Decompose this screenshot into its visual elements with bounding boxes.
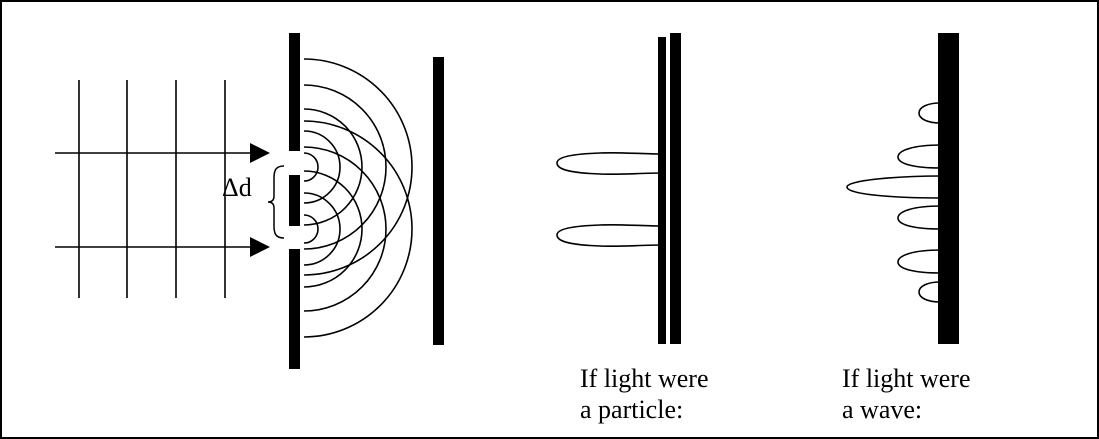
arrowhead-upper xyxy=(250,143,270,163)
wave-caption-line-1: If light were xyxy=(842,364,971,393)
double-slit-barrier xyxy=(289,33,300,369)
particle-caption-line-1: If light were xyxy=(580,364,709,393)
incident-rays xyxy=(55,143,270,257)
wavelet-arc xyxy=(303,152,319,182)
wavelet-arc xyxy=(303,120,413,338)
barrier-top-segment xyxy=(289,33,300,151)
fringe-central xyxy=(846,175,941,199)
arrowhead-lower xyxy=(250,237,270,257)
detection-screen xyxy=(433,57,444,345)
particle-screen-bar-front xyxy=(670,33,681,344)
particle-screen-bar-back xyxy=(658,37,666,344)
slit-spacing-brace xyxy=(267,165,285,239)
barrier-middle-segment xyxy=(289,175,300,226)
fringe-5 xyxy=(897,249,941,274)
wavelet-arc xyxy=(303,84,387,250)
wavelet-arc xyxy=(303,146,387,312)
particle-screen xyxy=(658,33,681,344)
particle-peak-upper xyxy=(556,151,664,176)
particle-distribution xyxy=(556,151,664,248)
particle-peak-lower xyxy=(556,223,664,248)
fringe-1 xyxy=(918,102,941,124)
fringe-6 xyxy=(918,281,941,303)
wavelet-arc xyxy=(303,130,341,204)
wavelets-upper-slit xyxy=(303,58,413,276)
wavelet-arc xyxy=(303,214,319,244)
wave-screen xyxy=(938,33,959,344)
wave-interference-pattern xyxy=(846,102,941,303)
fringe-2 xyxy=(897,144,941,169)
wavelet-arc xyxy=(303,192,341,266)
slit-spacing-label: Δd xyxy=(222,173,252,202)
incident-wavefronts xyxy=(78,80,226,298)
fringe-4 xyxy=(897,205,941,230)
particle-caption-line-2: a particle: xyxy=(580,395,683,424)
wavelets-lower-slit xyxy=(303,120,413,338)
wavelet-arc xyxy=(303,170,363,288)
wavelet-arc xyxy=(303,108,363,226)
wave-caption-line-2: a wave: xyxy=(842,395,922,424)
wavelet-arc xyxy=(303,58,413,276)
barrier-bottom-segment xyxy=(289,249,300,369)
